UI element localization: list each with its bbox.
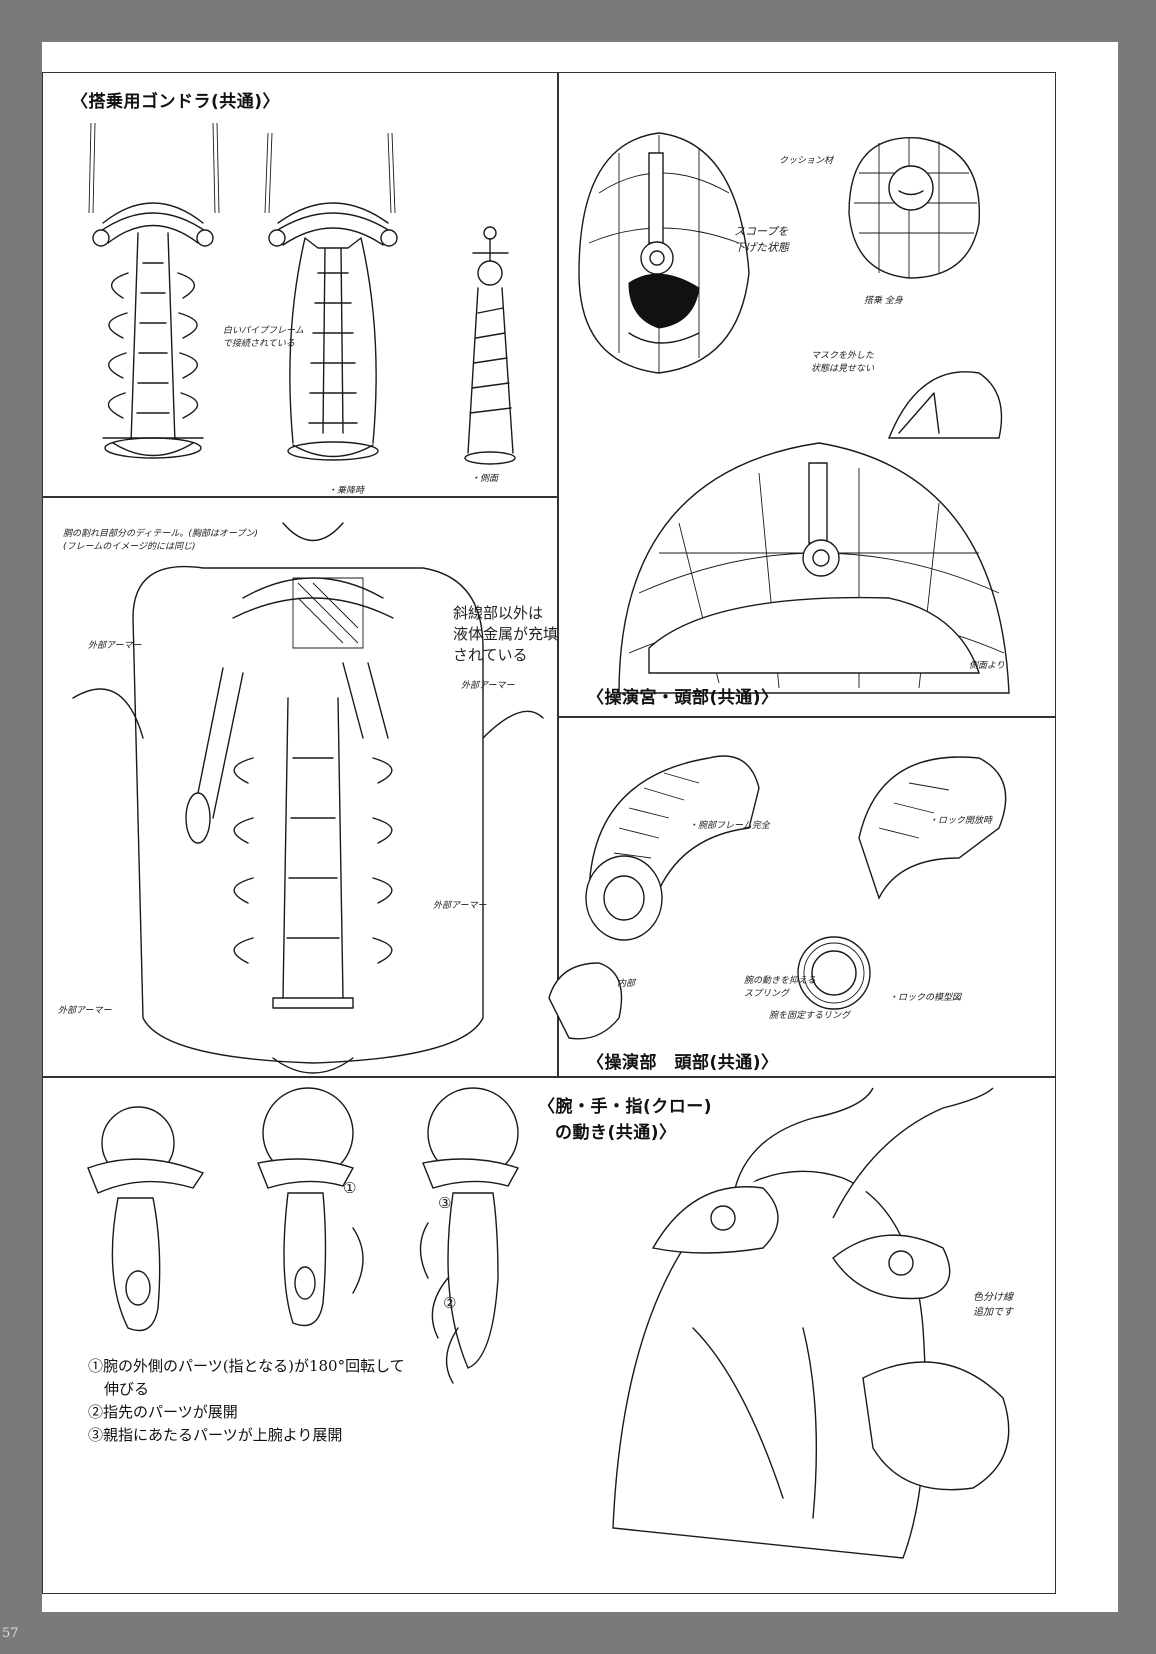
claw-title-line1: 〈腕・手・指(クロー) — [538, 1097, 713, 1117]
control-lock-diagram-note: ・ロックの模型図 — [889, 993, 962, 1003]
chest-drawing — [43, 498, 559, 1078]
cockpit-full-note: 搭乗 全身 — [864, 296, 903, 306]
chest-hatch-note: 斜線部以外は 液体金属が充填 されている — [453, 604, 559, 664]
panel-cockpit-head: クッション材 スコープを 下げた状態 搭乗 全身 マスクを外した 状態は見せない… — [558, 72, 1056, 717]
panel-gondola: 〈搭乗用ゴンドラ(共通)〉 — [42, 72, 558, 497]
claw-caption-2: ②指先のパーツが展開 — [88, 1403, 238, 1421]
gondola-frame-note: 白いパイプフレーム で接続されている — [223, 326, 304, 349]
claw-caption-3: ③親指にあたるパーツが上腕より展開 — [88, 1426, 343, 1444]
claw-caption-1: ①腕の外側のパーツ(指となる)が180°回転して — [88, 1357, 405, 1375]
claw-title-line2: の動き(共通)〉 — [555, 1123, 677, 1143]
cockpit-cushion-note: クッション材 — [779, 156, 834, 166]
panel-claw: ① ③ ② 〈腕・手・指(クロー) の動き(共通)〉 色分け線 追加です ①腕の… — [42, 1077, 1056, 1594]
panel-chest: 胴の割れ目部分のディテール。(胸部はオープン) (フレームのイメージ的には同じ)… — [42, 497, 558, 1077]
control-spring-note: 腕の動きを抑える スプリング — [744, 976, 816, 999]
claw-sequence-drawing — [43, 1078, 1057, 1595]
gondola-title: 〈搭乗用ゴンドラ(共通)〉 — [71, 92, 281, 112]
cockpit-front-drawing — [559, 73, 1057, 718]
control-lock-open-note: ・ロック開放時 — [929, 816, 993, 826]
gondola-front-drawing — [43, 73, 559, 498]
chest-armor-left-note: 外部アーマー — [88, 641, 142, 651]
gondola-side-note: ・側面 — [471, 474, 499, 484]
page-number: 57 — [2, 1626, 19, 1641]
control-inside-note: 内部 — [617, 979, 636, 989]
chest-armor-right-low-note: 外部アーマー — [433, 901, 487, 911]
chest-armor-left-low-note: 外部アーマー — [58, 1006, 112, 1016]
claw-fit-note: 色分け線 追加です — [973, 1292, 1013, 1318]
claw-marker-2: ② — [443, 1294, 457, 1312]
gondola-boarding-drawing — [43, 73, 559, 498]
gondola-boarding-note: ・乗降時 — [328, 486, 365, 496]
claw-caption-1b: 伸びる — [104, 1380, 150, 1398]
claw-caption-list: ①腕の外側のパーツ(指となる)が180°回転して 伸びる ②指先のパーツが展開 … — [88, 1355, 405, 1447]
claw-marker-1: ① — [343, 1179, 357, 1197]
control-arm-closed-note: ・腕部フレーム完全 — [689, 821, 770, 831]
chest-top-note: 胴の割れ目部分のディテール。(胸部はオープン) (フレームのイメージ的には同じ) — [63, 529, 258, 552]
control-arm-fixed-note: 腕を固定するリング — [769, 1011, 851, 1021]
cockpit-head-title: 〈操演宮・頭部(共通)〉 — [587, 688, 779, 708]
control-head-title: 〈操演部 頭部(共通)〉 — [587, 1053, 779, 1073]
claw-marker-3: ③ — [438, 1194, 452, 1212]
gondola-side-drawing — [43, 73, 559, 498]
cockpit-side-note: 側面より — [969, 661, 1005, 671]
panel-control-head: ・腕部フレーム完全 ・ロック開放時 内部 腕の動きを抑える スプリング ・ロック… — [558, 717, 1056, 1077]
cockpit-mask-note: マスクを外した 状態は見せない — [811, 351, 875, 374]
cockpit-scope-note: スコープを 下げた状態 — [734, 225, 789, 254]
control-head-drawing — [559, 718, 1057, 1078]
artbook-page: 〈搭乗用ゴンドラ(共通)〉 — [42, 42, 1118, 1612]
chest-armor-right-note: 外部アーマー — [461, 681, 515, 691]
